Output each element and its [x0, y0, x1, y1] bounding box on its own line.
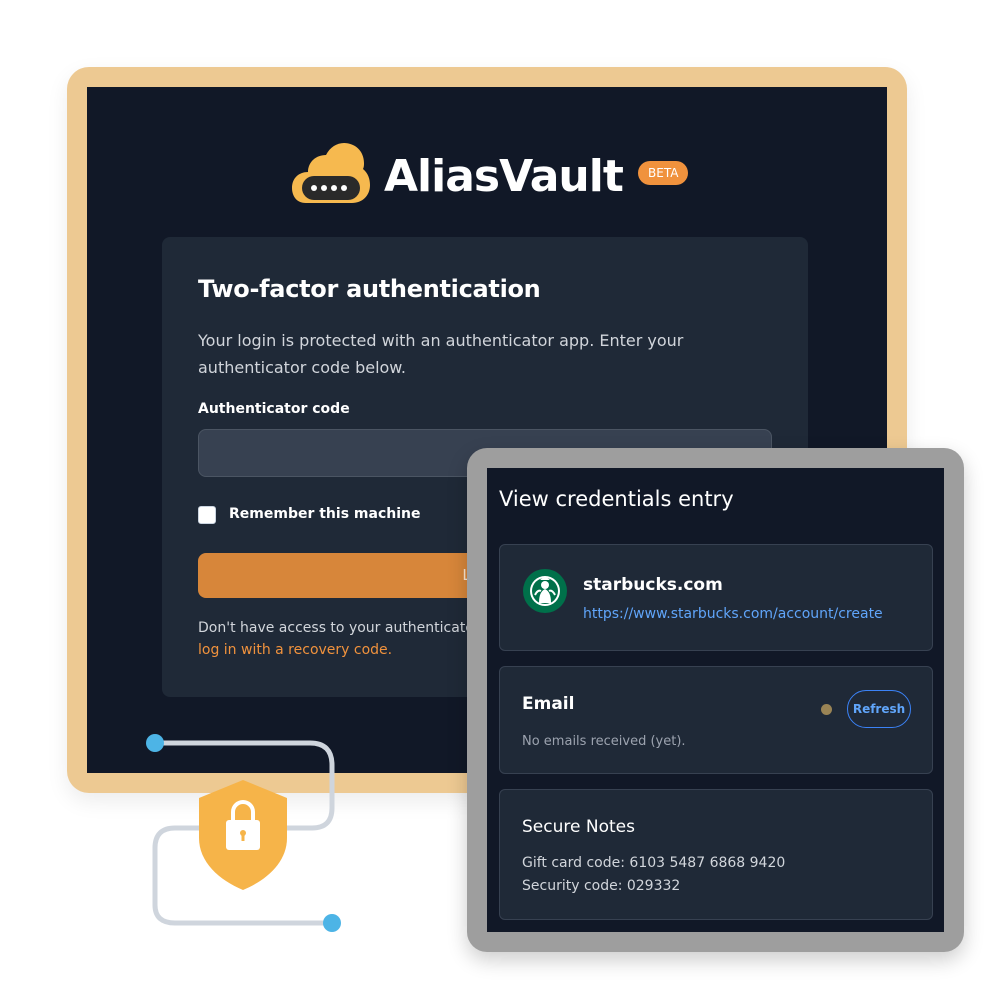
site-name: starbucks.com: [583, 575, 723, 595]
site-panel: starbucks.com https://www.starbucks.com/…: [499, 544, 933, 651]
two-factor-description: Your login is protected with an authenti…: [198, 331, 684, 377]
note-line-gift-card: Gift card code: 6103 5487 6868 9420: [522, 855, 786, 871]
starbucks-logo-icon: [523, 569, 567, 613]
email-panel: Email Refresh No emails received (yet).: [499, 666, 933, 774]
credentials-window-frame: View credentials entry starbucks.com htt…: [467, 448, 964, 952]
credentials-title: View credentials entry: [499, 487, 734, 511]
credentials-screen: View credentials entry starbucks.com htt…: [487, 468, 944, 932]
remember-machine-checkbox[interactable]: [198, 506, 216, 524]
shield-lock-icon: [199, 780, 287, 890]
page-title: Two-factor authentication: [198, 275, 541, 303]
email-empty-text: No emails received (yet).: [522, 734, 686, 749]
site-url-link[interactable]: https://www.starbucks.com/account/create: [583, 606, 883, 622]
remember-machine-label[interactable]: Remember this machine: [229, 506, 421, 522]
connector-end-dot: [323, 914, 341, 932]
note-line-security-code: Security code: 029332: [522, 878, 681, 894]
recovery-code-link[interactable]: log in with a recovery code.: [198, 642, 393, 658]
email-status-dot: [821, 704, 832, 715]
connector-start-dot: [146, 734, 164, 752]
secure-notes-panel: Secure Notes Gift card code: 6103 5487 6…: [499, 789, 933, 920]
brand-name: AliasVault: [384, 151, 624, 202]
authenticator-code-label: Authenticator code: [198, 401, 350, 417]
brand-header: AliasVault BETA: [292, 143, 712, 215]
cloud-key-icon: [292, 143, 370, 203]
email-heading: Email: [522, 694, 575, 714]
secure-notes-heading: Secure Notes: [522, 817, 635, 837]
beta-badge: BETA: [638, 161, 689, 185]
refresh-button[interactable]: Refresh: [847, 690, 911, 728]
